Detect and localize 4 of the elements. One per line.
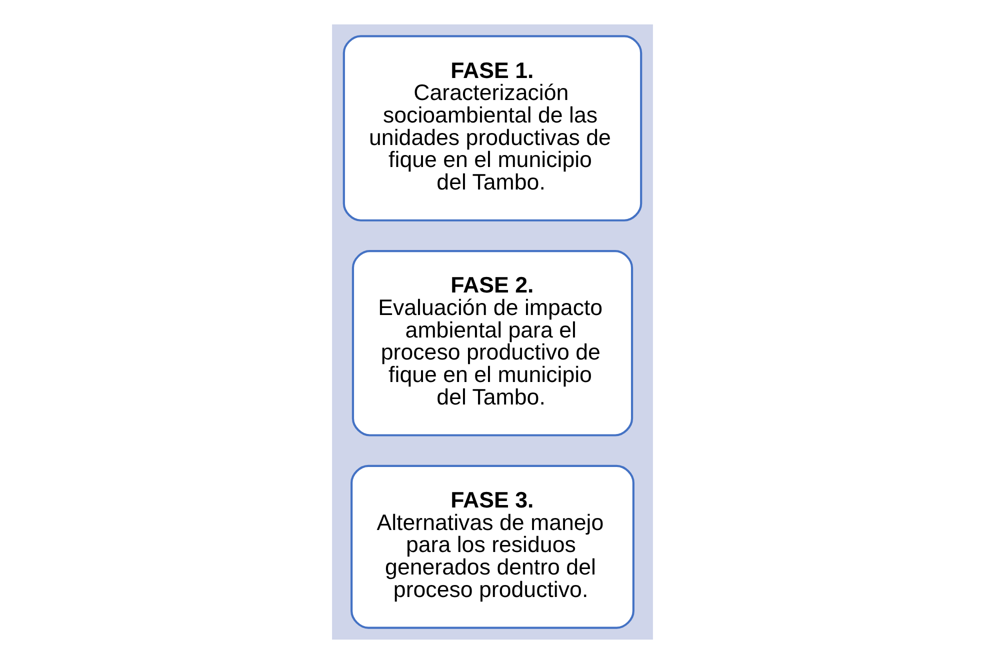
node-box: FASE 3. Alternativas de manejo para los residuos generados dentro del proceso productivo. bbox=[350, 464, 634, 629]
node-box: FASE 2. Evaluación de impacto ambiental para el proceso productivo de fique en el municipio del Tambo. bbox=[352, 250, 634, 436]
cluster bbox=[332, 24, 653, 640]
node-box: FASE 1. Caracterización socioambiental de las unidades productivas de fique en el municipio del Tambo. bbox=[342, 35, 642, 222]
